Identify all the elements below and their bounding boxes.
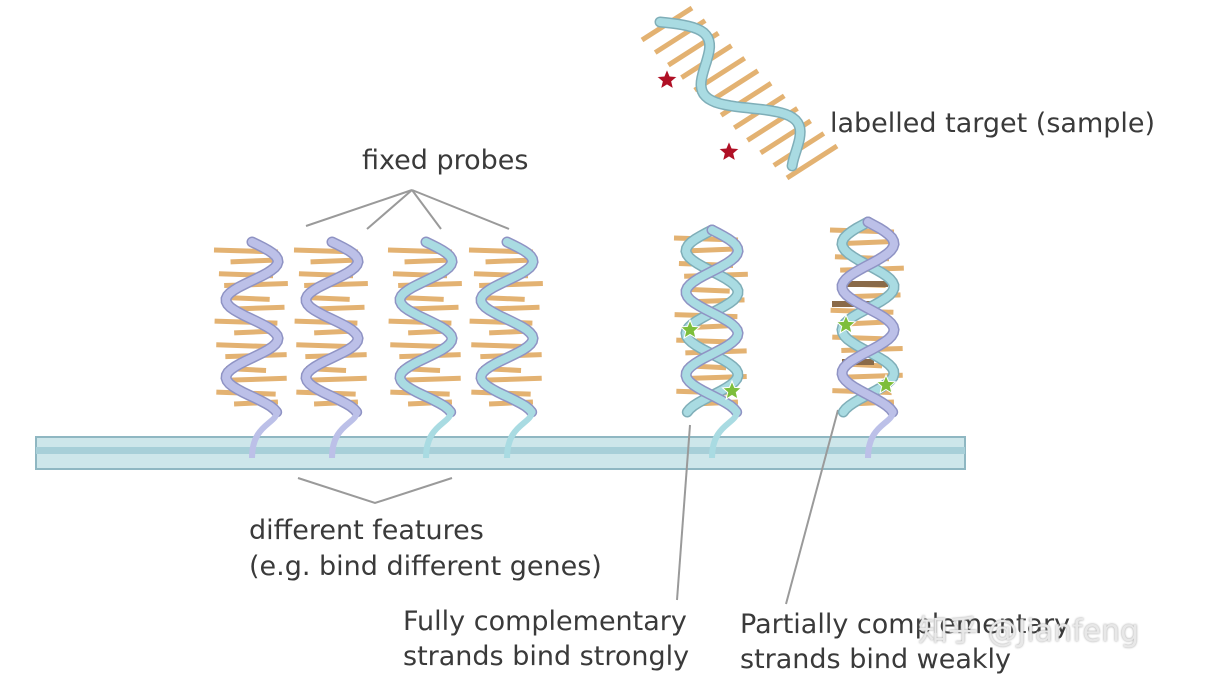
probe-strand xyxy=(222,238,283,416)
probe-strand xyxy=(302,238,363,416)
red-label-star-icon xyxy=(717,139,741,162)
base-pair-rung xyxy=(785,143,839,181)
base-pair-rung xyxy=(225,375,287,383)
probe-leader-3 xyxy=(411,189,442,230)
red-label-star-icon xyxy=(655,67,679,90)
probe-leader-1 xyxy=(305,189,413,227)
fixed-probe-4 xyxy=(468,236,543,459)
probe-tether xyxy=(329,411,360,459)
fully-complementary-duplex xyxy=(673,224,748,459)
probe-strand xyxy=(682,226,743,416)
target-strand xyxy=(681,226,742,416)
different-features-label: different features xyxy=(249,515,484,546)
array-slide xyxy=(35,436,966,470)
target-strand xyxy=(837,218,898,416)
fixed-probe-3 xyxy=(387,236,462,459)
base-pair-rung xyxy=(399,375,461,383)
fluorescent-labels xyxy=(655,67,897,401)
probe-strand xyxy=(477,238,538,416)
probe-tether xyxy=(504,411,535,459)
partially-complementary-label: Partially complementary xyxy=(740,609,1071,640)
full-leader xyxy=(676,424,691,601)
probe-tether xyxy=(249,411,280,459)
strands-bind-strongly-label: strands bind strongly xyxy=(403,641,690,672)
base-pair-rung xyxy=(480,375,542,383)
green-fluorescence-star-icon xyxy=(679,318,701,340)
green-fluorescence-star-icon xyxy=(721,379,743,401)
features-brace xyxy=(297,477,453,505)
partial-leader xyxy=(785,409,839,605)
fixed-probes-label: fixed probes xyxy=(362,145,529,176)
base-pair-rung xyxy=(305,375,367,383)
different-features-example: (e.g. bind different genes) xyxy=(249,551,602,582)
partially-complementary-duplex xyxy=(829,216,904,459)
fixed-probe-1 xyxy=(213,236,288,459)
dna-helices xyxy=(213,5,904,459)
labelled-target-label: labelled target (sample) xyxy=(830,108,1156,139)
green-fluorescence-star-icon xyxy=(875,373,897,395)
probe-tether xyxy=(709,411,740,459)
fixed-probe-2 xyxy=(293,236,368,459)
probe-strand xyxy=(838,218,899,416)
green-fluorescence-star-icon xyxy=(835,313,857,335)
labelled-target-strand xyxy=(640,5,839,181)
leader-lines xyxy=(297,189,839,605)
watermark: 知乎 @Jianfeng xyxy=(918,614,1140,649)
strands-bind-weakly-label: strands bind weakly xyxy=(740,644,1012,675)
probe-leader-4 xyxy=(411,189,510,230)
probe-tether xyxy=(865,411,896,459)
probe-strand xyxy=(396,238,457,416)
probe-tether xyxy=(423,411,454,459)
probe-leader-2 xyxy=(366,189,413,230)
target-strand xyxy=(656,18,805,170)
fully-complementary-label: Fully complementary xyxy=(403,606,687,637)
